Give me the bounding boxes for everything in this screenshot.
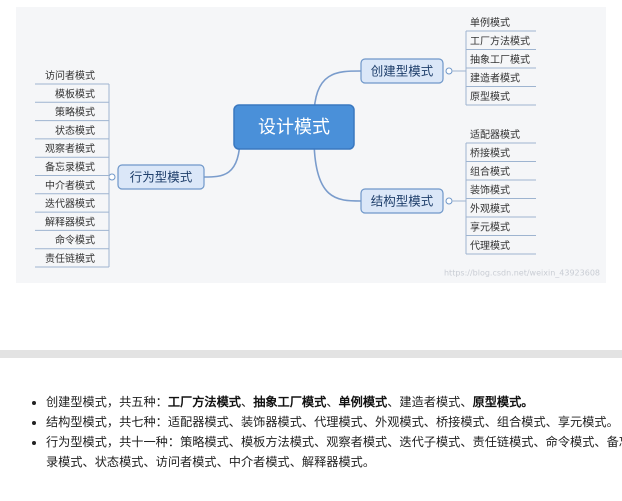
leaf-node-structural: 代理模式 xyxy=(470,239,510,252)
summary-list-item: 结构型模式，共七种：适配器模式、装饰器模式、代理模式、外观模式、桥接模式、组合模… xyxy=(46,412,622,432)
branch-collapse-toggle-structural xyxy=(445,197,453,205)
summary-intro: 行为型模式，共十一种： xyxy=(46,435,181,449)
branch-node-label-structural: 结构型模式 xyxy=(371,194,434,209)
branch-node-behavioral xyxy=(117,164,205,190)
leaf-node-behavioral: 模板模式 xyxy=(55,87,95,100)
leaf-node-structural: 装饰模式 xyxy=(470,184,510,197)
leaf-node-creational: 工厂方法模式 xyxy=(470,35,530,48)
summary-bold-pattern: 原型模式。 xyxy=(472,395,534,409)
summary-bold-pattern: 抽象工厂模式 xyxy=(253,395,327,409)
summary-bold-pattern: 单例模式 xyxy=(338,395,388,409)
leaf-node-structural: 外观模式 xyxy=(470,202,510,215)
leaf-node-creational: 抽象工厂模式 xyxy=(470,53,530,66)
leaf-node-behavioral: 策略模式 xyxy=(55,106,95,119)
leaf-node-behavioral: 中介者模式 xyxy=(45,179,95,192)
leaf-node-structural: 享元模式 xyxy=(470,221,510,234)
summary-list-item: 创建型模式，共五种：工厂方法模式、抽象工厂模式、单例模式、建造者模式、原型模式。 xyxy=(46,392,622,412)
pattern-summary-list: 创建型模式，共五种：工厂方法模式、抽象工厂模式、单例模式、建造者模式、原型模式。… xyxy=(22,392,622,472)
leaf-node-behavioral: 命令模式 xyxy=(55,234,95,247)
leaf-node-behavioral: 责任链模式 xyxy=(45,252,95,265)
summary-text: 、 xyxy=(241,395,254,409)
summary-text: 策略模式、模板方法模式、观察者模式、迭代子模式、责任链模式、命令模式、备忘录模式… xyxy=(46,435,622,469)
root-node-label: 设计模式 xyxy=(258,117,330,138)
branch-collapse-toggle-behavioral xyxy=(108,173,116,181)
branch-node-label-creational: 创建型模式 xyxy=(371,64,434,79)
branch-node-structural xyxy=(360,188,444,214)
leaf-node-behavioral: 迭代器模式 xyxy=(45,197,95,210)
summary-intro: 创建型模式，共五种： xyxy=(46,395,168,409)
root-node xyxy=(233,104,355,150)
leaf-node-behavioral: 访问者模式 xyxy=(45,69,95,82)
branch-node-creational xyxy=(360,58,444,84)
leaf-node-structural: 组合模式 xyxy=(470,165,510,178)
leaf-node-structural: 适配器模式 xyxy=(470,128,520,141)
summary-text: 、 xyxy=(326,395,339,409)
leaf-node-creational: 建造者模式 xyxy=(470,72,520,85)
watermark-text: https://blog.csdn.net/weixin_43923608 xyxy=(444,269,600,278)
branch-node-label-behavioral: 行为型模式 xyxy=(130,170,193,185)
summary-intro: 结构型模式，共七种： xyxy=(46,415,168,429)
summary-bold-pattern: 工厂方法模式 xyxy=(167,395,241,409)
leaf-node-structural: 桥接模式 xyxy=(470,147,510,160)
summary-text: 适配器模式、装饰器模式、代理模式、外观模式、桥接模式、组合模式、享元模式。 xyxy=(167,415,619,429)
section-divider xyxy=(0,350,622,358)
leaf-node-creational: 单例模式 xyxy=(470,16,510,29)
leaf-node-creational: 原型模式 xyxy=(470,90,510,103)
leaf-node-behavioral: 解释器模式 xyxy=(45,215,95,228)
root-link-structural xyxy=(313,136,362,202)
mindmap-diagram: 设计模式 创建型模式 单例模式工厂方法模式抽象工厂模式建造者模式原型模式结构型模式 适… xyxy=(16,7,606,283)
leaf-node-behavioral: 备忘录模式 xyxy=(45,161,95,174)
summary-text: 、建造者模式、 xyxy=(387,395,473,409)
leaf-node-behavioral: 状态模式 xyxy=(55,124,95,137)
branch-collapse-toggle-creational xyxy=(445,67,453,75)
summary-list-item: 行为型模式，共十一种：策略模式、模板方法模式、观察者模式、迭代子模式、责任链模式… xyxy=(46,432,622,472)
leaf-node-behavioral: 观察者模式 xyxy=(45,142,95,155)
